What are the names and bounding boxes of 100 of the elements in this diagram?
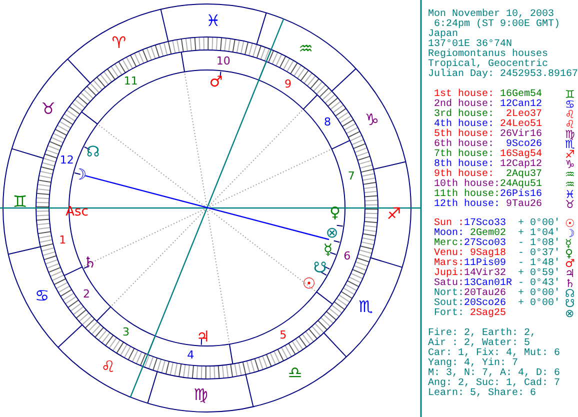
chart-info-text: 137°01E 36°74N [428,40,512,50]
planet-symbol: ♃ [565,268,575,279]
house-label: 9th house: [434,170,494,180]
position-value: 16Gem54 [500,90,542,100]
position-value: 26Pis16 [500,190,542,200]
summary-text: Learn: 5, Share: 6 [428,389,536,399]
position-value: 17Sco33 [464,219,506,229]
position-value: 9Sco26 [506,140,542,150]
speed-value: + 0°00' [518,289,560,299]
planet-symbol: ♀ [565,248,574,259]
planet-label: Moon: [434,229,464,239]
position-value: 9Tau26 [504,200,542,210]
speed-value: + 0°59' [518,269,560,279]
house-number: 7 [348,170,355,182]
position-value: 16Sag54 [500,150,542,160]
position-value: 24Leo51 [500,120,542,130]
house-number: 6 [344,250,351,262]
house-label: 10th house: [434,180,500,190]
zodiac-sign-symbol: ♑ [364,112,380,128]
zodiac-sign-symbol: ♋ [34,288,50,304]
planet-label: Sun : [434,219,464,229]
position-value: 2Aqu37 [506,170,542,180]
sign-symbol: ♒ [565,179,575,190]
planet-symbol: ☋ [313,260,327,276]
position-value: 9Sag18 [470,249,506,259]
house-number: 9 [284,78,292,90]
house-number: 12 [60,154,74,166]
sign-symbol: ♒ [565,169,575,180]
chart-info-text: Regiomontanus houses [428,50,548,60]
sign-symbol: ♓ [565,189,575,200]
planet-symbol: ☊ [86,144,100,160]
zodiac-sign-symbol: ♊ [12,194,28,210]
sign-symbol: ♑ [565,159,575,170]
house-number: 4 [187,350,194,361]
house-label: 7th house: [434,150,494,160]
summary-text: Ang: 2, Suc: 1, Cad: 7 [428,379,560,389]
sign-symbol: ♋ [565,99,575,110]
house-number: 8 [324,116,331,128]
speed-value: + 1°04' [518,229,560,239]
planet-label: Sout: [434,299,464,309]
position-value: 20Sco26 [464,299,506,309]
zodiac-sign-symbol: ♌ [101,358,116,375]
zodiac-sign-symbol: ♐ [386,206,402,222]
planet-symbol: ⊗ [565,308,574,319]
zodiac-sign-symbol: ♎ [288,364,302,381]
house-number: 2 [83,288,90,300]
sign-symbol: ♏ [565,139,575,150]
planet-symbol: ♄ [83,256,97,270]
summary-text: Air : 2, Water: 5 [428,339,530,349]
zodiac-sign-symbol: ♈ [112,35,126,52]
sign-symbol: ♉ [565,199,575,210]
position-value: 14Vir32 [464,269,506,279]
sign-symbol: ♐ [565,149,575,160]
house-label: 5th house: [434,130,494,140]
sign-symbol: ♌ [565,119,575,130]
planet-symbol: ☊ [565,288,575,299]
position-value: 2Leo37 [506,110,542,120]
zodiac-sign-symbol: ♒ [298,41,313,58]
planet-label: Mars: [434,259,464,269]
planet-symbol: ☉ [565,218,575,229]
planet-symbol: ☿ [565,238,572,249]
planet-symbol: ♀ [330,206,340,220]
sign-symbol: ♌ [565,109,575,120]
planet-symbol: ⊗ [326,226,338,240]
position-value: 12Cap12 [500,160,542,170]
position-value: 2Gem02 [470,229,506,239]
summary-text: Yang: 4, Yin: 7 [428,359,518,369]
house-label: 3rd house: [434,110,494,120]
house-number: 3 [122,326,130,338]
speed-value: - 0°37' [518,249,560,259]
house-label: 4th house: [434,120,494,130]
position-value: 26Vir16 [500,130,542,140]
chart-info-text: Julian Day: 2452953.89167 [428,70,578,80]
planet-label: Nort: [434,289,464,299]
planet-label: Merc: [434,239,464,249]
position-value: 20Tau26 [464,289,506,299]
planet-symbol: ♃ [196,330,210,344]
planet-symbol: ☋ [565,298,575,309]
house-label: 11th house: [434,190,500,200]
chart-info-text: 6:24pm (ST 9:00E GMT) [434,20,560,30]
position-value: 13Can01R [464,279,512,289]
speed-value: + 0°00' [518,219,560,229]
position-value: 24Aqu51 [500,180,542,190]
zodiac-sign-symbol: ♏ [358,298,373,315]
chart-info-text: Mon November 10, 2003 [428,10,554,20]
planet-label: Fort: [434,309,464,319]
summary-text: Car: 1, Fix: 4, Mut: 6 [428,349,560,359]
planet-label: Jupi: [434,269,464,279]
planet-symbol: ☽ [565,228,575,239]
planet-symbol: ♂ [209,74,223,90]
sign-symbol: ♍ [565,129,575,140]
position-value: 12Can12 [500,100,542,110]
summary-text: Fire: 2, Earth: 2, [428,329,536,339]
planet-label: Satu: [434,279,464,289]
chart-info-text: Japan [428,30,458,40]
planet-symbol: ☉ [302,276,316,292]
speed-value: - 0°43' [518,279,560,289]
speed-value: - 1°48' [518,259,560,269]
house-label: 12th house: [434,200,500,210]
house-label: 2nd house: [434,100,494,110]
